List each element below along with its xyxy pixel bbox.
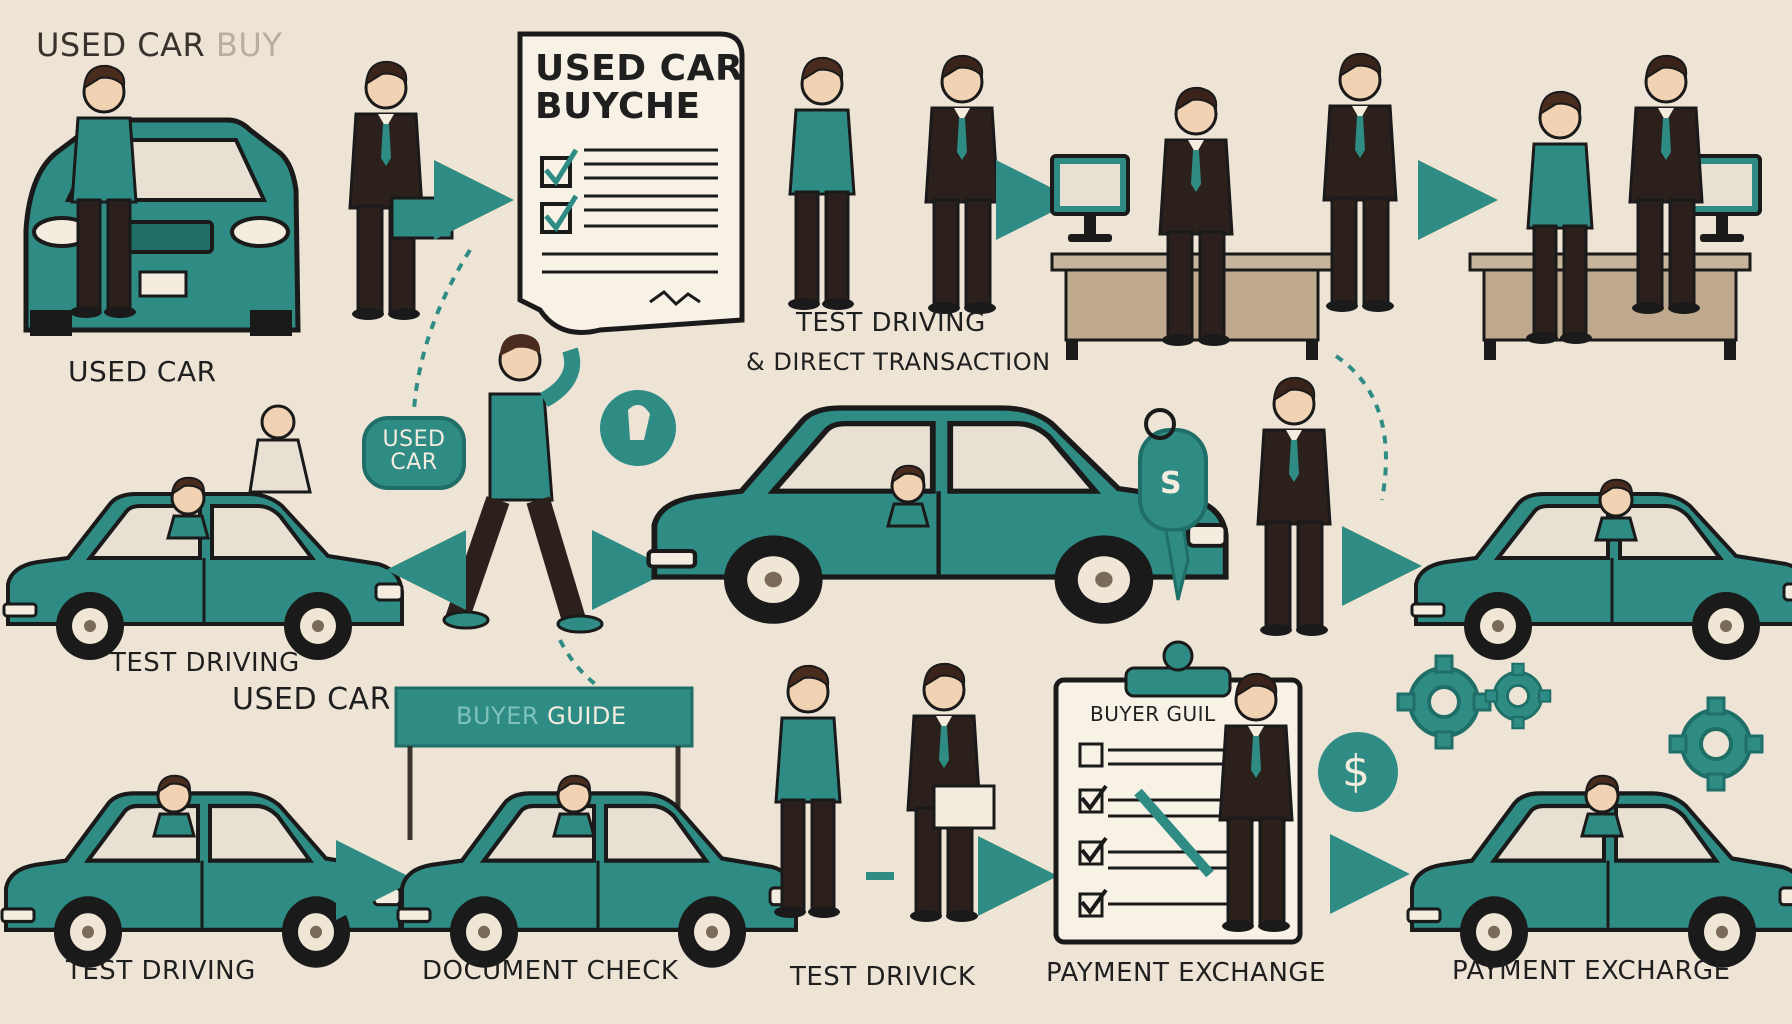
seller-phone-figure bbox=[1322, 52, 1398, 314]
folder-icon bbox=[932, 784, 996, 830]
desk bbox=[1468, 252, 1752, 362]
buyer-handshake-figure bbox=[786, 56, 856, 312]
check-icon bbox=[540, 148, 579, 234]
car-bottom-1 bbox=[2, 793, 402, 967]
badge-line1: USED bbox=[382, 427, 446, 452]
label-used-car: USED CAR bbox=[68, 355, 217, 388]
header-title-text: USED CAR bbox=[36, 26, 206, 64]
key-tag-icon bbox=[1138, 408, 1208, 601]
buyer-bottom-figure bbox=[772, 664, 842, 920]
label-test-driving-mid: TEST DRIVING bbox=[110, 648, 300, 678]
driver-figure bbox=[1580, 774, 1624, 838]
car-bottom-2 bbox=[398, 793, 798, 967]
folder-icon bbox=[390, 196, 454, 240]
used-car-badge bbox=[362, 416, 466, 490]
walking-buyer-figure bbox=[442, 334, 604, 634]
label-test-driving-bottom: TEST DRIVING bbox=[66, 956, 256, 986]
dollar-icon bbox=[1318, 732, 1398, 812]
guide-banner-text: BUYER GUIDE bbox=[456, 702, 627, 730]
guide-banner-label: GUIDE bbox=[547, 702, 627, 730]
label-test-drivick: TEST DRIVICK bbox=[790, 962, 976, 992]
gear-icon bbox=[1484, 662, 1552, 730]
car-test-drive-center bbox=[649, 408, 1229, 624]
key-circle-icon bbox=[600, 390, 676, 466]
gear-icon bbox=[1396, 654, 1492, 750]
label-test-driving-top: TEST DRIVING bbox=[796, 308, 986, 338]
dashed-connector bbox=[1334, 354, 1388, 501]
seller-figure bbox=[348, 60, 424, 322]
label-payment-exchange-2: PAYMENT EXCHARGE bbox=[1452, 956, 1731, 986]
badge-line2: CAR bbox=[390, 450, 438, 476]
gear-icon bbox=[1668, 696, 1764, 792]
driver-figure bbox=[1594, 478, 1638, 542]
seller-handshake-figure bbox=[924, 54, 1000, 316]
label-direct-transaction: & DIRECT TRANSACTION bbox=[746, 348, 1051, 376]
monitor-icon bbox=[1050, 154, 1130, 244]
used-car-badge-text: USED CAR bbox=[372, 428, 456, 474]
guide-banner bbox=[394, 686, 694, 840]
used-car-document bbox=[517, 31, 745, 335]
seller-key-figure bbox=[1256, 376, 1332, 638]
label-used-car-mid: USED CAR bbox=[232, 682, 391, 717]
header-title: USED CAR BUY bbox=[36, 26, 282, 64]
document-title-line2: BUYCHE bbox=[535, 85, 701, 127]
key-tag-letter: S bbox=[1160, 466, 1183, 501]
document-title: USED CAR BUYCHE bbox=[535, 50, 743, 126]
label-payment-exchange-1: PAYMENT EXCHANGE bbox=[1046, 958, 1326, 988]
dollar-sign: $ bbox=[1342, 746, 1371, 797]
bystander-figure bbox=[248, 404, 312, 494]
driver-figure bbox=[886, 464, 930, 528]
label-document-check: DOCUMENT CHECK bbox=[422, 956, 679, 986]
driver-figure bbox=[552, 774, 596, 838]
check-icon bbox=[1078, 742, 1108, 918]
driver-figure bbox=[152, 774, 196, 838]
used-car-front-scene bbox=[23, 117, 301, 336]
signature-icon bbox=[649, 290, 701, 307]
driver-figure bbox=[166, 476, 210, 540]
document-title-line1: USED CAR bbox=[535, 48, 744, 89]
header-title-faded: BUY bbox=[215, 26, 283, 64]
guide-banner-faded: BUYER bbox=[456, 702, 540, 730]
clipboard-title: BUYER GUIL bbox=[1090, 702, 1216, 726]
pen-icon bbox=[1134, 788, 1214, 878]
dashed-connector bbox=[412, 248, 472, 411]
